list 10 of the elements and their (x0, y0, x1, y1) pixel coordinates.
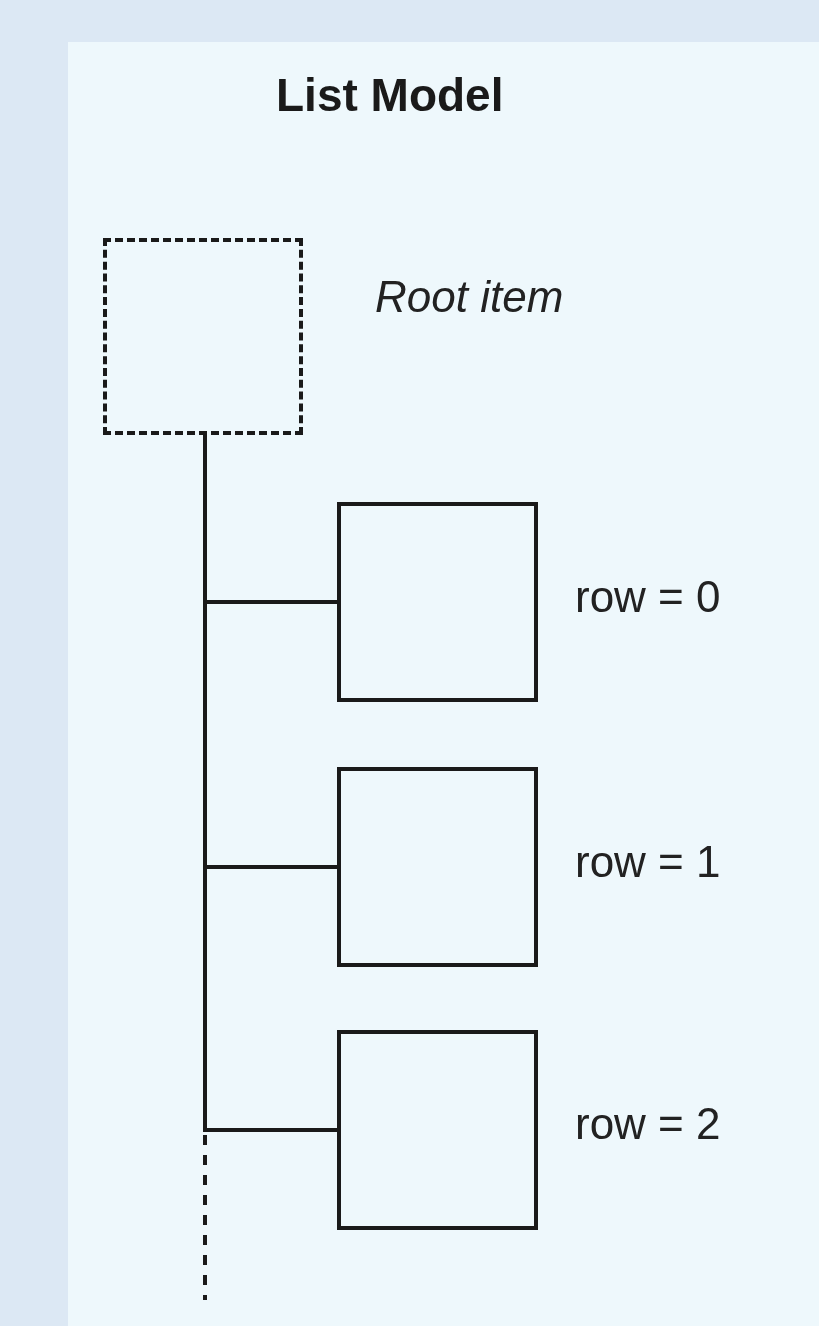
dashed-box (103, 238, 303, 435)
connector-line (203, 435, 337, 604)
row-label: row = 0 (575, 575, 721, 619)
diagram-title: List Model (276, 72, 504, 118)
item-box (337, 502, 538, 702)
item-caption: Root item (375, 275, 564, 319)
row-label: row = 2 (575, 1102, 721, 1146)
item-box (337, 767, 538, 967)
row-label: row = 1 (575, 840, 721, 884)
item-box (337, 1030, 538, 1230)
